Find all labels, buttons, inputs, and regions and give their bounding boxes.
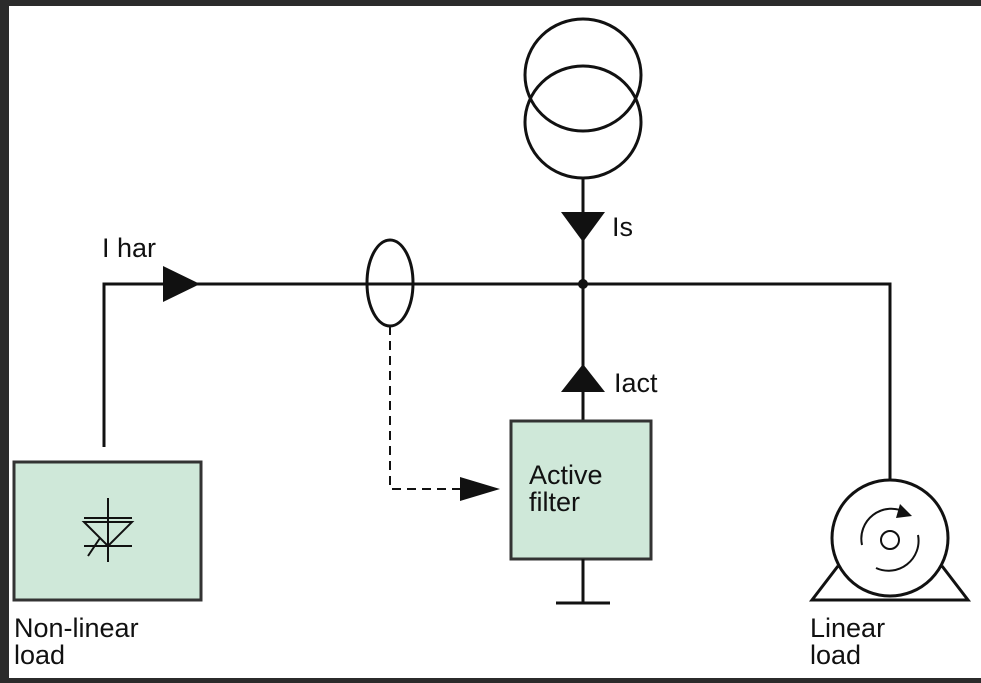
non-linear-load-label-line1: Non-linear xyxy=(14,613,139,643)
i-har-arrow-icon xyxy=(163,266,200,302)
control-signal-arrow-icon xyxy=(460,477,500,501)
thyristor-icon xyxy=(81,498,135,562)
active-filter-label-line1: Active xyxy=(529,460,603,490)
is-label: Is xyxy=(612,212,633,242)
non-linear-load-label-line2: load xyxy=(14,640,65,670)
active-filter-block xyxy=(509,419,653,561)
linear-load-label-line1: Linear xyxy=(810,613,885,643)
iact-label: Iact xyxy=(614,368,658,398)
is-arrow-icon xyxy=(561,212,605,242)
ground-icon xyxy=(556,559,610,605)
control-signal-line xyxy=(389,326,462,490)
linear-load-label-line2: load xyxy=(810,640,861,670)
active-filter-label-line2: filter xyxy=(529,487,580,517)
i-har-label: I har xyxy=(102,233,156,263)
main-bus-line xyxy=(102,282,892,479)
iact-arrow-icon xyxy=(561,364,605,392)
motor-icon xyxy=(808,478,972,602)
